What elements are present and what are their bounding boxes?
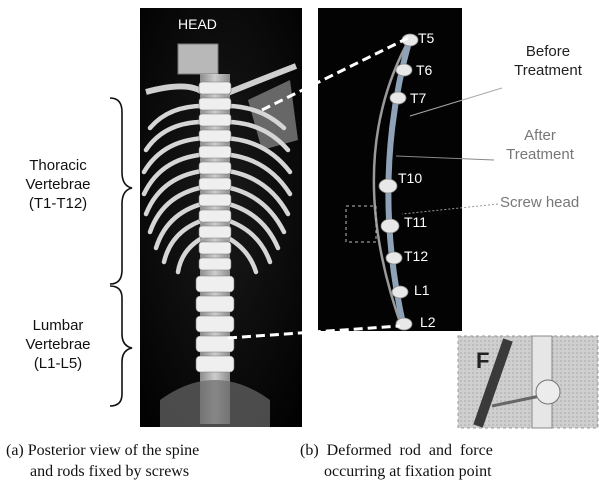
brackets — [110, 98, 132, 406]
label-t5: T5 — [418, 30, 434, 46]
thoracic-line-2: Vertebrae — [8, 175, 108, 194]
after-line-1: After — [490, 126, 590, 145]
label-l2: L2 — [420, 314, 436, 330]
after-line-2: Treatment — [490, 145, 590, 164]
lumbar-line-2: Vertebrae — [8, 335, 108, 354]
label-t11: T11 — [404, 214, 427, 230]
label-t12: T12 — [404, 248, 428, 264]
after-treatment-label: After Treatment — [490, 126, 590, 164]
caption-b-line-1: (b) Deformed rod and force — [300, 440, 596, 461]
caption-a: (a) Posterior view of the spine and rods… — [6, 440, 296, 482]
caption-a-line-2: and rods fixed by screws — [6, 461, 296, 482]
head-label: HEAD — [178, 16, 217, 32]
screw-head-label: Screw head — [500, 194, 579, 211]
thoracic-line-1: Thoracic — [8, 156, 108, 175]
caption-b: (b) Deformed rod and force occurring at … — [300, 440, 596, 482]
axis-z-label: z — [336, 396, 341, 412]
axis-x-label: x — [392, 380, 398, 396]
before-line-2: Treatment — [498, 61, 598, 80]
label-t6: T6 — [416, 62, 432, 78]
before-line-1: Before — [498, 42, 598, 61]
thoracic-label: Thoracic Vertebrae (T1-T12) — [8, 156, 108, 213]
lumbar-line-3: (L1-L5) — [8, 354, 108, 373]
caption-a-line-1: (a) Posterior view of the spine — [6, 440, 296, 461]
force-label: F — [476, 348, 489, 374]
label-l1: L1 — [414, 282, 430, 298]
axes-triad — [346, 356, 388, 398]
label-t10: T10 — [398, 170, 422, 186]
vertebrae-column — [196, 82, 234, 372]
label-t7: T7 — [410, 90, 426, 106]
lumbar-label: Lumbar Vertebrae (L1-L5) — [8, 316, 108, 373]
caption-b-line-2: occurring at fixation point — [300, 461, 596, 482]
thoracic-line-3: (T1-T12) — [8, 194, 108, 213]
axis-y-label: y — [352, 344, 358, 360]
lumbar-line-1: Lumbar — [8, 316, 108, 335]
panel-a-image — [140, 8, 302, 427]
before-treatment-label: Before Treatment — [498, 42, 598, 80]
